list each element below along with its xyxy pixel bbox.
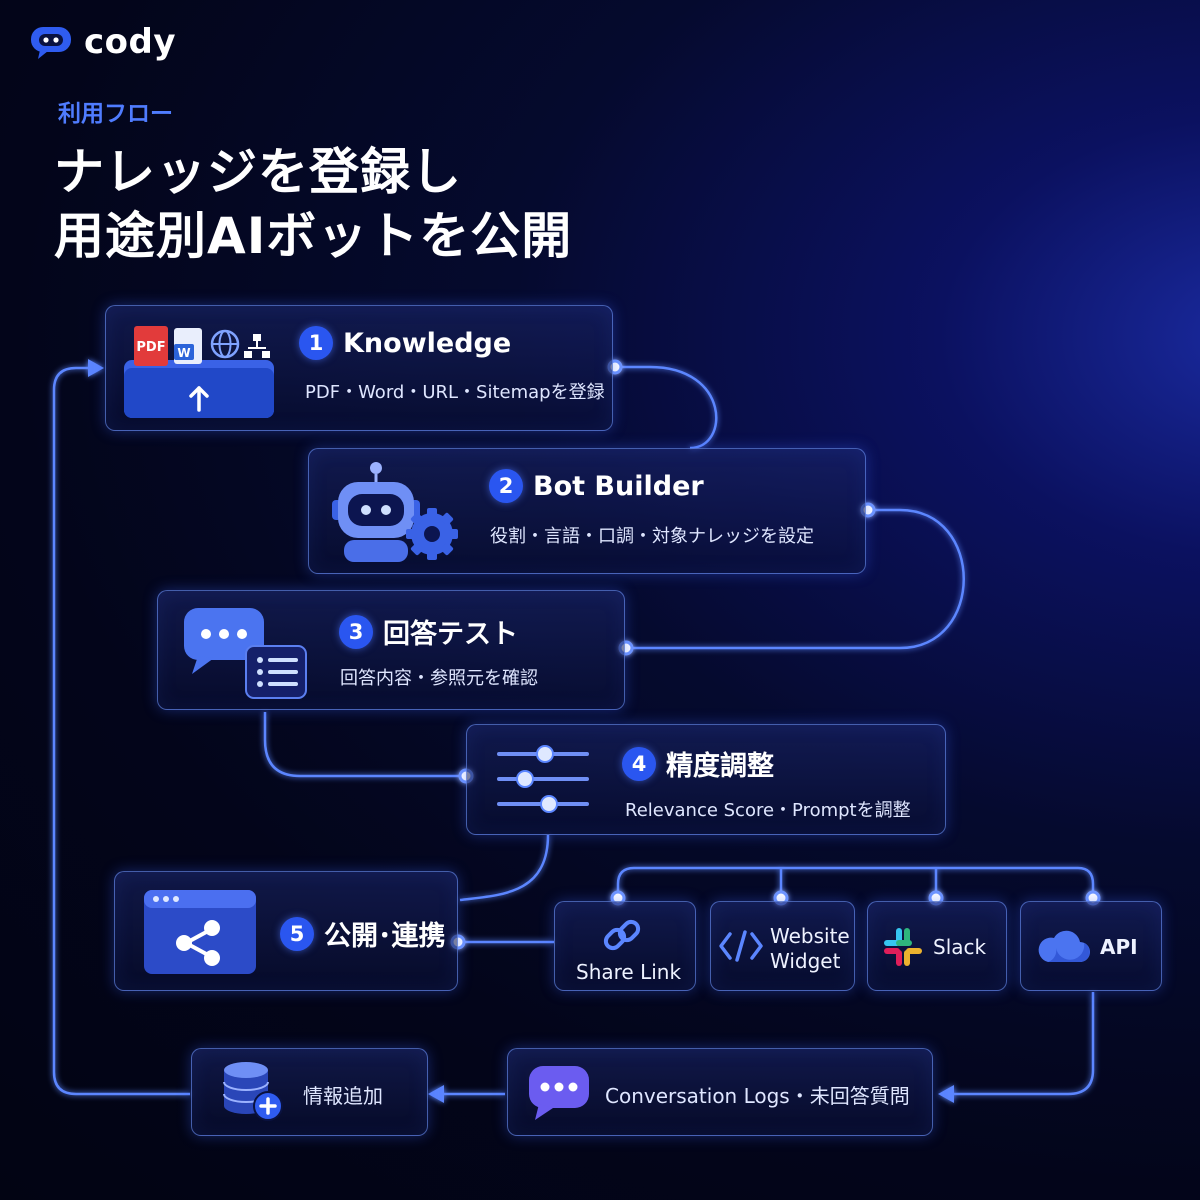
slack-icon (884, 928, 922, 966)
step-number-badge: 4 (622, 746, 656, 781)
brand-logo: cody (28, 22, 176, 62)
database-add-icon (223, 1062, 283, 1121)
connector-api-logs (945, 992, 1095, 1096)
arrow-to-add-info (428, 1085, 444, 1103)
connector-2-3 (626, 508, 965, 650)
step-title-accuracy-tuning: 4 精度調整 (622, 744, 774, 783)
chat-list-icon (184, 608, 307, 699)
step-desc-bot-builder: 役割・言語・口調・対象ナレッジを設定 (490, 526, 814, 547)
sliders-icon (497, 745, 589, 813)
step-title-label: 回答テスト (383, 619, 518, 650)
channel-label-website-widget: Website Widget (770, 924, 850, 974)
step-number-badge: 1 (299, 326, 333, 360)
step-title-answer-test: 3 回答テスト (339, 612, 518, 651)
step-desc-accuracy-tuning: Relevance Score・Promptを調整 (625, 800, 911, 821)
connector-1-2 (615, 365, 718, 450)
chat-bubble-logo-icon (31, 27, 71, 59)
step-number-badge: 5 (280, 916, 314, 951)
arrow-to-knowledge (88, 359, 104, 377)
page-title-line-1: ナレッジを登録し (54, 143, 462, 201)
connector-4-5 (459, 834, 550, 902)
add-info-label: 情報追加 (303, 1084, 383, 1108)
step-number-badge: 2 (489, 469, 523, 503)
eyebrow-label: 利用フロー (58, 101, 173, 127)
step-number-badge: 3 (339, 614, 373, 649)
cloud-icon (1038, 930, 1090, 962)
channel-label-api: API (1100, 935, 1138, 959)
step-title-label: Knowledge (343, 327, 512, 359)
connector-feedback-loop (52, 366, 190, 1096)
channel-card-share-link (554, 901, 696, 991)
code-icon (719, 930, 763, 962)
step-title-label: Bot Builder (533, 470, 704, 502)
brand-name: cody (84, 22, 177, 62)
channel-label-share-link: Share Link (576, 960, 682, 984)
connector-3-4 (263, 712, 466, 778)
step-title-publish: 5 公開･連携 (280, 914, 446, 953)
svg-text:PDF: PDF (136, 340, 165, 355)
channel-label-line-2: Widget (770, 949, 841, 973)
channel-card-website-widget (710, 901, 855, 991)
robot-gear-icon (332, 462, 458, 562)
channel-label-line-1: Website (770, 924, 850, 948)
svg-text:W: W (177, 346, 190, 360)
share-window-icon (144, 890, 256, 974)
step-desc-knowledge: PDF・Word・URL・Sitemapを登録 (305, 382, 605, 403)
link-icon (603, 919, 641, 951)
step-title-label: 精度調整 (666, 751, 774, 782)
conversation-logs-label: Conversation Logs・未回答質問 (605, 1084, 910, 1108)
step-title-knowledge: 1 Knowledge (299, 326, 511, 360)
channel-label-slack: Slack (933, 935, 987, 959)
page-title-line-2: 用途別AIボットを公開 (54, 207, 573, 265)
step-title-label: 公開･連携 (324, 921, 446, 952)
page-title: ナレッジを登録し 用途別AIボットを公開 (54, 140, 572, 268)
arrow-to-logs (938, 1085, 954, 1103)
step-desc-answer-test: 回答内容・参照元を確認 (340, 668, 538, 689)
chat-bubble-icon (529, 1066, 589, 1120)
knowledge-folder-icon: PDF W (124, 326, 274, 418)
step-title-bot-builder: 2 Bot Builder (489, 469, 704, 503)
connector-channel-bus (616, 866, 1095, 898)
